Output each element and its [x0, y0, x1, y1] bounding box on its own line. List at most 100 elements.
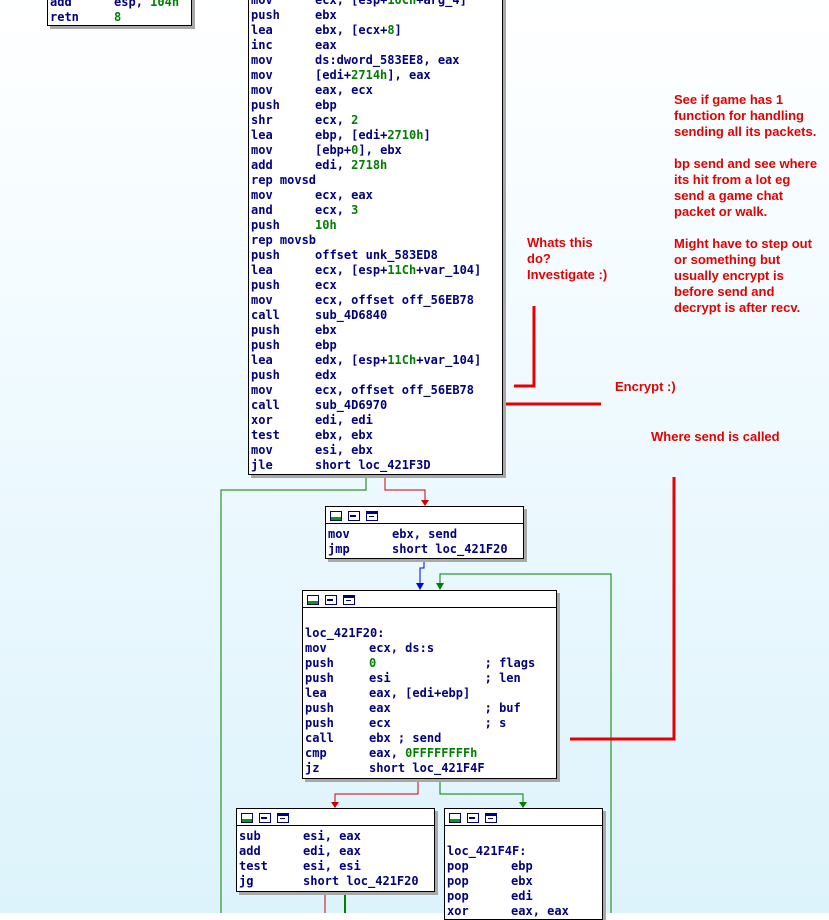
asm-line[interactable]: rep movsd — [251, 173, 502, 188]
asm-mnemonic: cmp — [305, 746, 327, 760]
asm-line[interactable] — [305, 611, 556, 626]
graph-icon[interactable] — [330, 511, 342, 521]
graph-icon[interactable] — [449, 813, 461, 823]
asm-mnemonic: push — [251, 98, 280, 112]
window-icon[interactable] — [366, 511, 378, 521]
asm-line[interactable]: mov[edi+2714h], eax — [251, 68, 502, 83]
window-icon[interactable] — [277, 813, 289, 823]
asm-line[interactable]: rep movsb — [251, 233, 502, 248]
asm-operands: ebx — [315, 323, 337, 337]
asm-line[interactable] — [447, 829, 602, 844]
asm-operands: ebp — [315, 338, 337, 352]
window-icon[interactable] — [485, 813, 497, 823]
asm-line[interactable]: mov[ebp+0], ebx — [251, 143, 502, 158]
color-icon[interactable] — [259, 813, 271, 823]
asm-line[interactable]: loc_421F20: — [305, 626, 556, 641]
asm-operands: ebp — [511, 859, 533, 873]
asm-operands: edx, [esp+11Ch+var_104] — [315, 353, 482, 367]
asm-operands: ds:dword_583EE8, eax — [315, 53, 460, 67]
asm-mnemonic: lea — [251, 128, 273, 142]
asm-line[interactable]: push eax ; buf — [305, 701, 556, 716]
color-icon[interactable] — [467, 813, 479, 823]
graph-icon[interactable] — [241, 813, 253, 823]
asm-line[interactable]: loc_421F4F: — [447, 844, 602, 859]
asm-mnemonic: shr — [251, 113, 273, 127]
asm-mnemonic: mov — [251, 443, 273, 457]
asm-operands: ecx, [esp+10Ch+arg_4] — [315, 0, 467, 7]
asm-operands: esi, ebx — [315, 443, 373, 457]
asm-line[interactable]: mov ds:dword_583EE8, eax — [251, 53, 502, 68]
asm-line[interactable]: mov esi, ebx — [251, 443, 502, 458]
color-icon[interactable] — [348, 511, 360, 521]
asm-line[interactable]: test esi, esi — [239, 859, 434, 874]
asm-operands: edx — [315, 368, 337, 382]
asm-mnemonic: test — [239, 859, 268, 873]
asm-mnemonic: inc — [251, 38, 273, 52]
annotation-line-investigate — [514, 306, 536, 388]
asm-operands: eax ; buf — [369, 701, 521, 715]
asm-operands: eax, [edi+ebp] — [369, 686, 471, 700]
color-icon[interactable] — [325, 595, 337, 605]
graph-icon[interactable] — [307, 595, 319, 605]
asm-mnemonic: pop — [447, 889, 469, 903]
asm-operands: esi ; len — [369, 671, 521, 685]
window-icon[interactable] — [343, 595, 355, 605]
note-encrypt: Encrypt :) — [615, 379, 676, 394]
asm-mnemonic: mov — [251, 53, 273, 67]
edge-to-exit — [439, 777, 524, 802]
asm-operands: esi, esi — [303, 859, 361, 873]
asm-mnemonic: push — [305, 701, 334, 715]
